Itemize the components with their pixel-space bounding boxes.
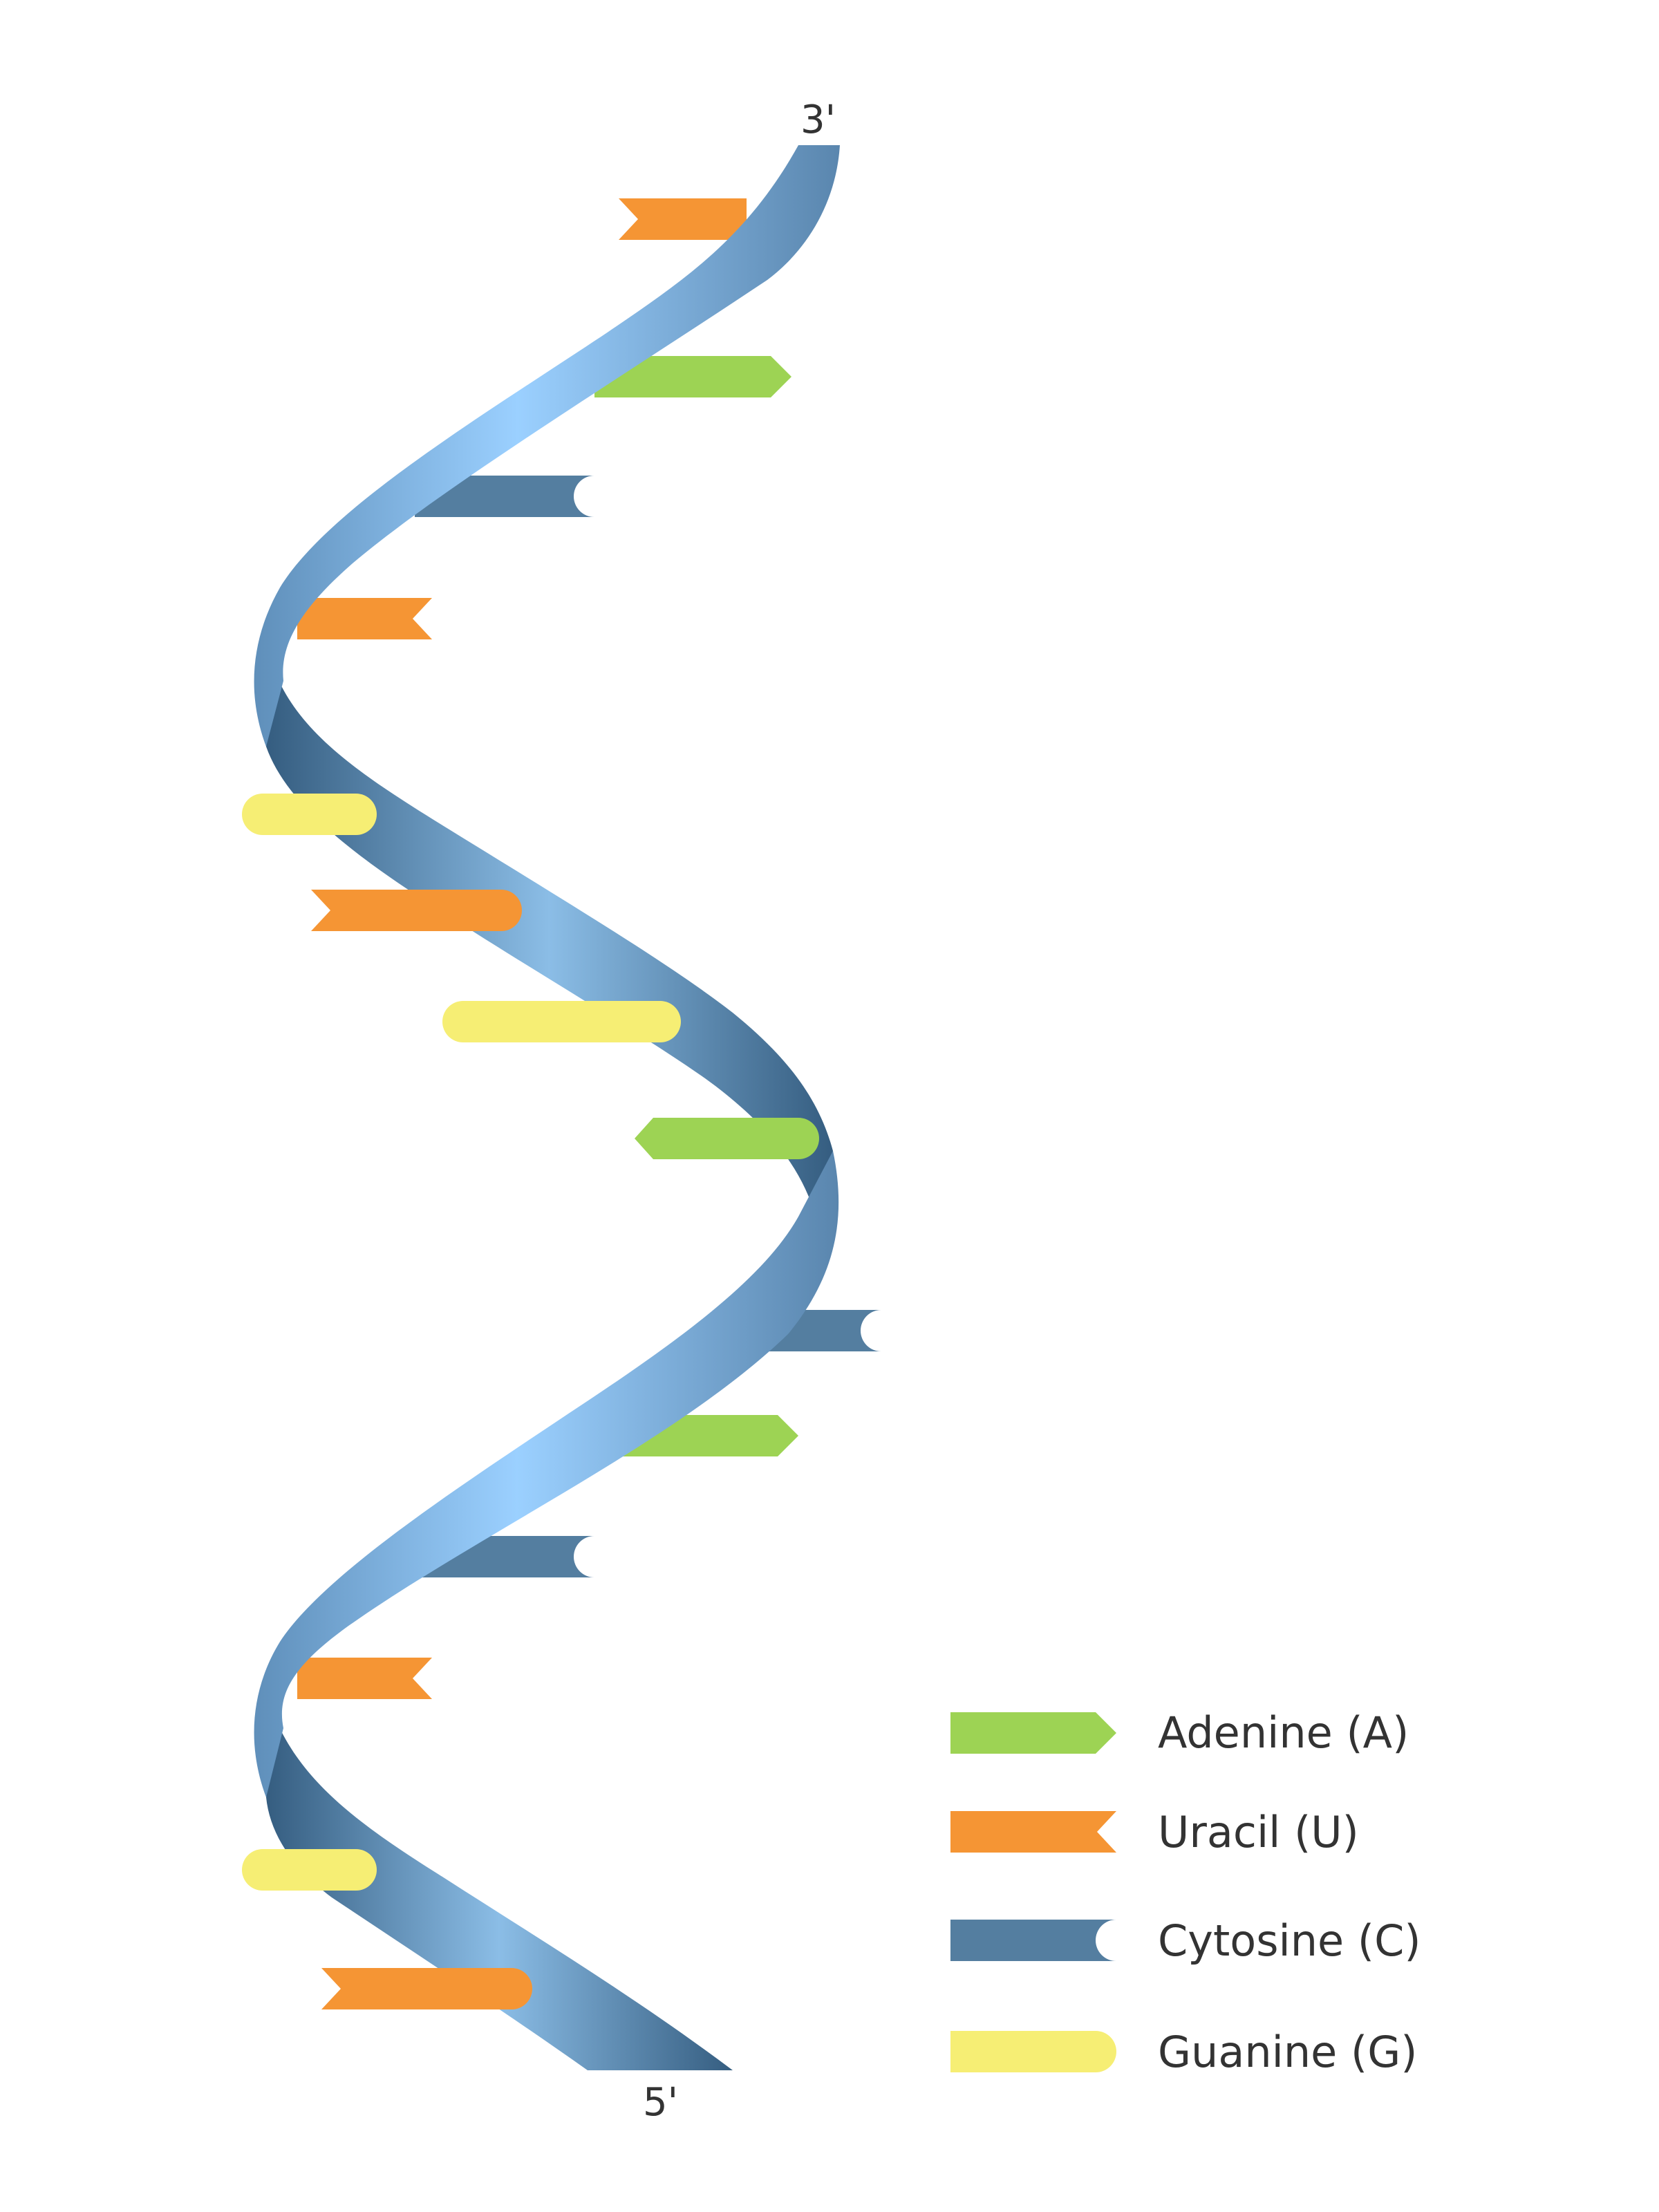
base-uracil <box>297 598 432 639</box>
strand-end-5prime: 5' <box>643 2080 678 2125</box>
base-adenine <box>635 1118 819 1159</box>
base-uracil <box>321 1968 532 2009</box>
legend-swatch-adenine <box>950 1712 1116 1754</box>
legend-swatch-guanine <box>950 2031 1116 2072</box>
base-uracil <box>619 198 747 240</box>
legend-item-cytosine: Cytosine (C) <box>950 1915 1421 1966</box>
legend-swatch-cytosine <box>950 1920 1116 1961</box>
legend-label-uracil: Uracil (U) <box>1158 1807 1359 1857</box>
legend-label-adenine: Adenine (A) <box>1158 1707 1409 1758</box>
legend-swatch-uracil <box>950 1811 1116 1853</box>
backbone-ribbon-front <box>254 145 841 1797</box>
legend-item-guanine: Guanine (G) <box>950 2027 1417 2077</box>
base-cytosine <box>415 476 594 517</box>
base-guanine <box>242 794 377 835</box>
base-adenine <box>594 356 791 397</box>
legend-label-cytosine: Cytosine (C) <box>1158 1915 1421 1966</box>
base-guanine <box>442 1001 681 1042</box>
legend: Adenine (A) Uracil (U) Cytosine (C) Guan… <box>950 1707 1421 2077</box>
base-guanine <box>242 1849 377 1891</box>
strand-end-3prime: 3' <box>800 97 836 142</box>
bases-behind <box>242 794 819 2009</box>
base-uracil <box>311 890 522 931</box>
legend-item-adenine: Adenine (A) <box>950 1707 1409 1758</box>
base-uracil <box>297 1658 432 1699</box>
legend-label-guanine: Guanine (G) <box>1158 2027 1417 2077</box>
legend-item-uracil: Uracil (U) <box>950 1807 1359 1857</box>
